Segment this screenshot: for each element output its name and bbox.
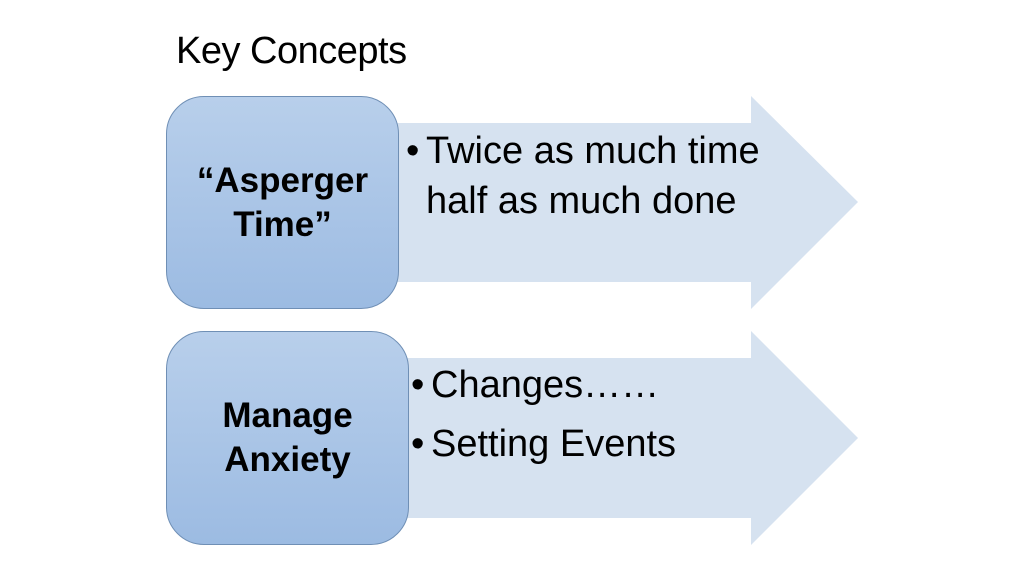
- concept-label: “Asperger Time”: [197, 159, 368, 247]
- concept-box-manage-anxiety: Manage Anxiety: [166, 331, 409, 545]
- concept-box-asperger-time: “Asperger Time”: [166, 96, 399, 309]
- concept-bullets-1: Twice as much time half as much done: [406, 126, 786, 226]
- concept-label-line-2: Anxiety: [224, 440, 351, 479]
- concept-label-line-1: “Asperger: [196, 160, 369, 200]
- concept-label: Manage Anxiety: [222, 394, 352, 482]
- concept-bullets-2: Changes…… Setting Events: [411, 360, 791, 478]
- concept-label-line-2: Time”: [233, 204, 332, 244]
- concept-label-line-1: Manage: [222, 396, 353, 435]
- slide-title: Key Concepts: [176, 30, 407, 72]
- bullet-item: Setting Events: [411, 419, 791, 469]
- bullet-item: Twice as much time half as much done: [406, 126, 786, 226]
- bullet-item: Changes……: [411, 360, 791, 410]
